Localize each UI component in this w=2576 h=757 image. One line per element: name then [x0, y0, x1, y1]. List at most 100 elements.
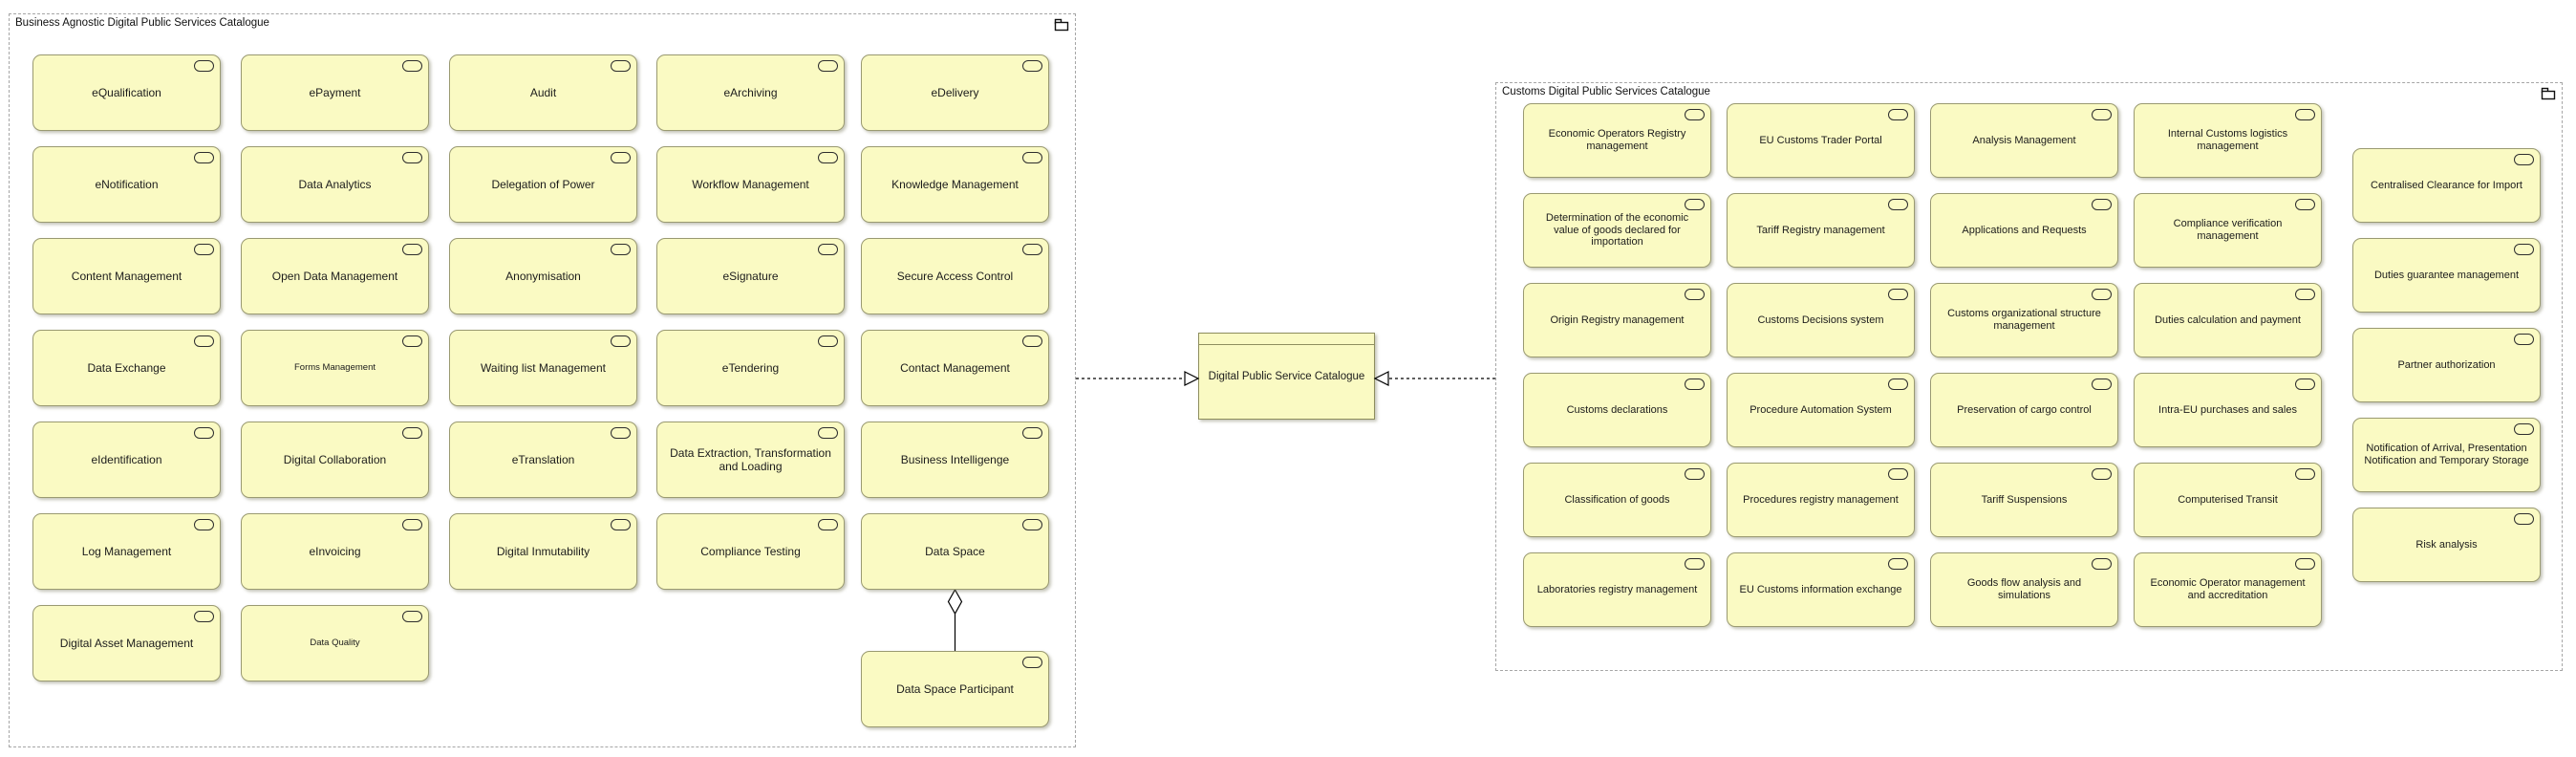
service-box[interactable]: eTendering — [656, 330, 845, 406]
service-box[interactable]: Delegation of Power — [449, 146, 637, 223]
service-box[interactable]: EU Customs information exchange — [1727, 552, 1915, 627]
service-box[interactable]: Compliance Testing — [656, 513, 845, 590]
service-box[interactable]: Audit — [449, 54, 637, 131]
service-box[interactable]: Data Space Participant — [861, 651, 1049, 727]
service-box[interactable]: eInvoicing — [241, 513, 429, 590]
service-box-label: Data Exchange — [87, 360, 166, 375]
application-service-oval-icon — [1685, 468, 1705, 480]
service-box[interactable]: Preservation of cargo control — [1930, 373, 2118, 447]
service-box[interactable]: Digital Inmutability — [449, 513, 637, 590]
service-box-label: eSignature — [722, 269, 779, 283]
service-box[interactable]: Data Exchange — [32, 330, 221, 406]
service-box[interactable]: Digital Asset Management — [32, 605, 221, 681]
service-box[interactable]: ePayment — [241, 54, 429, 131]
service-box-label: eQualification — [92, 85, 161, 99]
central-digital-public-service-catalogue[interactable]: Digital Public Service Catalogue — [1198, 333, 1375, 420]
service-box-label: Compliance Testing — [700, 544, 801, 558]
service-box[interactable]: eArchiving — [656, 54, 845, 131]
application-service-oval-icon — [1888, 289, 1908, 300]
service-box[interactable]: Computerised Transit — [2134, 463, 2322, 537]
service-box[interactable]: eTranslation — [449, 422, 637, 498]
service-box-label: Risk analysis — [2415, 538, 2478, 551]
service-box[interactable]: Knowledge Management — [861, 146, 1049, 223]
service-box-label: ePayment — [309, 85, 361, 99]
service-box[interactable]: Digital Collaboration — [241, 422, 429, 498]
application-service-oval-icon — [611, 519, 631, 530]
service-box[interactable]: Tariff Registry management — [1727, 193, 1915, 268]
service-box[interactable]: Business Intelligenge — [861, 422, 1049, 498]
application-service-oval-icon — [194, 519, 214, 530]
service-box[interactable]: Tariff Suspensions — [1930, 463, 2118, 537]
service-box-label: Open Data Management — [271, 269, 398, 283]
right-realization-connector[interactable] — [1373, 371, 1495, 386]
service-box[interactable]: Workflow Management — [656, 146, 845, 223]
application-service-oval-icon — [402, 611, 422, 622]
service-box[interactable]: EU Customs Trader Portal — [1727, 103, 1915, 178]
service-box[interactable]: Data Extraction, Transformation and Load… — [656, 422, 845, 498]
service-box[interactable]: Customs Decisions system — [1727, 283, 1915, 357]
service-box[interactable]: Customs organizational structure managem… — [1930, 283, 2118, 357]
service-box[interactable]: eNotification — [32, 146, 221, 223]
service-box[interactable]: Laboratories registry management — [1523, 552, 1711, 627]
service-box[interactable]: Internal Customs logistics management — [2134, 103, 2322, 178]
service-box[interactable]: eQualification — [32, 54, 221, 131]
service-box[interactable]: Contact Management — [861, 330, 1049, 406]
service-box[interactable]: Risk analysis — [2352, 508, 2541, 582]
service-box[interactable]: Anonymisation — [449, 238, 637, 314]
service-box[interactable]: eSignature — [656, 238, 845, 314]
service-box[interactable]: Centralised Clearance for Import — [2352, 148, 2541, 223]
application-service-oval-icon — [2295, 289, 2315, 300]
service-box[interactable]: Secure Access Control — [861, 238, 1049, 314]
service-box[interactable]: Analysis Management — [1930, 103, 2118, 178]
service-box-label: Customs declarations — [1566, 403, 1668, 416]
service-box[interactable]: Duties calculation and payment — [2134, 283, 2322, 357]
service-box[interactable]: Content Management — [32, 238, 221, 314]
service-box[interactable]: Classification of goods — [1523, 463, 1711, 537]
service-box-label: Tariff Registry management — [1756, 224, 1885, 236]
service-box[interactable]: Notification of Arrival, Presentation No… — [2352, 418, 2541, 492]
group-customs-catalogue[interactable]: Customs Digital Public Services Catalogu… — [1495, 82, 2563, 671]
service-box[interactable]: Duties guarantee management — [2352, 238, 2541, 313]
service-box[interactable]: Origin Registry management — [1523, 283, 1711, 357]
group-business-agnostic-catalogue[interactable]: Business Agnostic Digital Public Service… — [9, 13, 1076, 747]
service-box[interactable]: Data Space — [861, 513, 1049, 590]
service-box[interactable]: Forms Management — [241, 330, 429, 406]
application-service-oval-icon — [2514, 513, 2534, 525]
service-box[interactable]: Applications and Requests — [1930, 193, 2118, 268]
left-realization-connector[interactable] — [1076, 371, 1200, 386]
service-box[interactable]: Compliance verification management — [2134, 193, 2322, 268]
service-box-label: Applications and Requests — [1962, 224, 2087, 236]
service-box[interactable]: Economic Operators Registry management — [1523, 103, 1711, 178]
service-box[interactable]: Data Analytics — [241, 146, 429, 223]
application-service-oval-icon — [1022, 152, 1042, 163]
service-box[interactable]: Open Data Management — [241, 238, 429, 314]
application-service-oval-icon — [1685, 289, 1705, 300]
service-box-label: Internal Customs logistics management — [2167, 128, 2288, 152]
service-box[interactable]: Data Quality — [241, 605, 429, 681]
service-box-label: Duties guarantee management — [2373, 269, 2520, 281]
service-box[interactable]: Goods flow analysis and simulations — [1930, 552, 2118, 627]
service-box-label: eInvoicing — [309, 544, 361, 558]
service-box[interactable]: eDelivery — [861, 54, 1049, 131]
application-service-oval-icon — [2295, 109, 2315, 120]
application-service-oval-icon — [2514, 244, 2534, 255]
service-box[interactable]: Determination of the economic value of g… — [1523, 193, 1711, 268]
service-box[interactable]: Partner authorization — [2352, 328, 2541, 402]
service-box[interactable]: Log Management — [32, 513, 221, 590]
service-box[interactable]: Procedure Automation System — [1727, 373, 1915, 447]
service-box-label: Duties calculation and payment — [2155, 314, 2301, 326]
service-box[interactable]: Customs declarations — [1523, 373, 1711, 447]
service-box-label: Determination of the economic value of g… — [1545, 211, 1689, 249]
service-box[interactable]: Waiting list Management — [449, 330, 637, 406]
application-service-oval-icon — [402, 244, 422, 255]
application-service-oval-icon — [194, 244, 214, 255]
service-box[interactable]: Procedures registry management — [1727, 463, 1915, 537]
service-box-label: Delegation of Power — [491, 177, 595, 191]
application-service-oval-icon — [194, 335, 214, 347]
application-service-oval-icon — [1022, 335, 1042, 347]
service-box[interactable]: eIdentification — [32, 422, 221, 498]
service-box[interactable]: Economic Operator management and accredi… — [2134, 552, 2322, 627]
application-service-oval-icon — [1022, 427, 1042, 439]
application-service-oval-icon — [818, 427, 838, 439]
service-box[interactable]: Intra-EU purchases and sales — [2134, 373, 2322, 447]
